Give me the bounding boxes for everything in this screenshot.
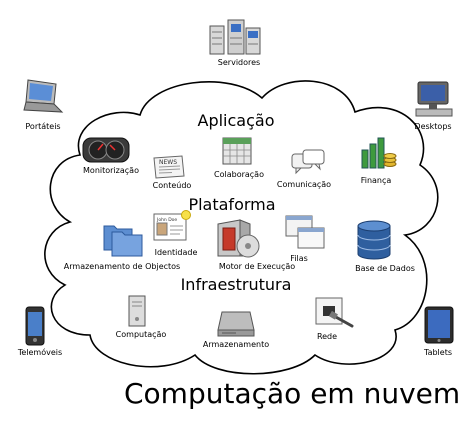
folders-icon bbox=[103, 225, 143, 257]
diagram-title: Computação em nuvem bbox=[124, 377, 461, 410]
queues-label: Filas bbox=[290, 254, 308, 263]
content-label: Conteúdo bbox=[152, 181, 192, 190]
tablet-icon bbox=[424, 306, 454, 344]
finance-label: Finança bbox=[360, 176, 392, 185]
infrastructure-layer-heading: Infraestrutura bbox=[180, 275, 292, 294]
platform-layer-heading: Plataforma bbox=[188, 195, 276, 214]
identity-card-icon: John Doe bbox=[153, 210, 191, 241]
servers-icon bbox=[209, 19, 261, 55]
queues-windows-icon bbox=[285, 215, 325, 249]
compute-tower-icon bbox=[128, 295, 146, 327]
runtime-label: Motor de Execução bbox=[218, 262, 296, 271]
runtime-engine-icon bbox=[217, 219, 260, 258]
monitoring-label: Monitorização bbox=[83, 166, 139, 175]
monitoring-dashboard-icon bbox=[82, 137, 130, 163]
compute-label: Computação bbox=[115, 330, 167, 339]
laptops-label: Portáteis bbox=[25, 122, 61, 131]
storage-label: Armazenamento bbox=[202, 340, 270, 349]
calendar-icon bbox=[222, 137, 252, 165]
laptop-icon bbox=[23, 79, 64, 113]
phone-icon bbox=[25, 306, 45, 346]
phones-label: Telemóveis bbox=[17, 348, 63, 357]
storage-drive-icon bbox=[217, 311, 255, 337]
identity-label: Identidade bbox=[154, 248, 198, 257]
collaboration-label: Colaboração bbox=[214, 170, 264, 179]
tablets-label: Tablets bbox=[424, 348, 452, 357]
speech-bubbles-icon bbox=[291, 149, 325, 175]
newspaper-icon: NEWS bbox=[153, 155, 185, 179]
database-icon bbox=[357, 220, 391, 260]
network-label: Rede bbox=[316, 332, 338, 341]
finance-chart-icon bbox=[361, 137, 397, 169]
database-label: Base de Dados bbox=[355, 264, 415, 273]
id-card-text: John Doe bbox=[156, 217, 177, 223]
news-icon-text: NEWS bbox=[159, 159, 177, 166]
application-layer-heading: Aplicação bbox=[197, 111, 275, 130]
desktops-label: Desktops bbox=[414, 122, 452, 131]
communication-label: Comunicação bbox=[276, 180, 332, 189]
servers-label: Servidores bbox=[217, 58, 261, 67]
desktop-icon bbox=[415, 81, 453, 117]
network-socket-icon bbox=[315, 297, 354, 328]
object-storage-label: Armazenamento de Objectos bbox=[63, 262, 181, 271]
